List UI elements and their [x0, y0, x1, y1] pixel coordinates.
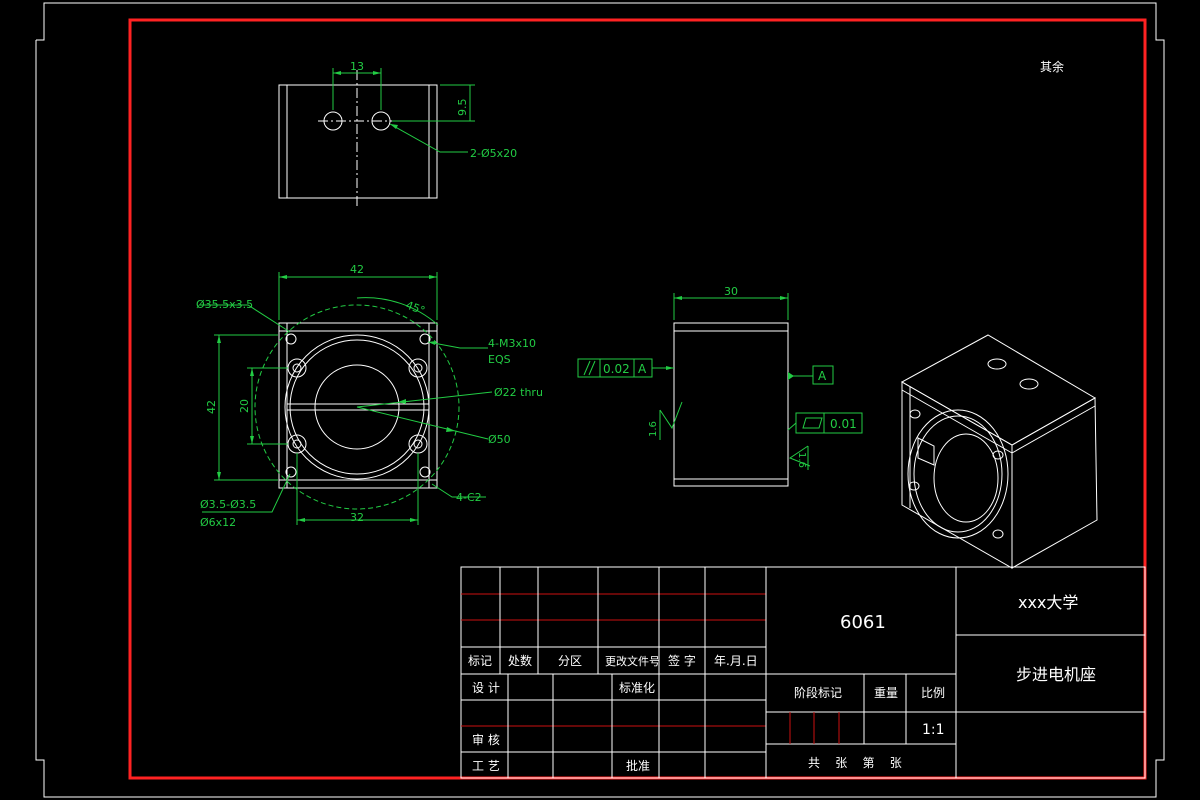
header-count: 处数 [508, 653, 532, 668]
roughness-right: 1.6 [796, 452, 807, 468]
header-signature: 签 字 [668, 653, 696, 668]
parallel-datum: A [638, 362, 647, 376]
parallel-value: 0.02 [603, 362, 630, 376]
callout-pcd: Ø50 [488, 433, 511, 446]
bore-circle [314, 364, 400, 450]
dim-inner-20: 20 [238, 399, 251, 413]
front-view: 42 42 20 32 45° Ø35.5x3.5 4-M3x10 EQS [196, 263, 543, 529]
isometric-view [900, 334, 1098, 569]
datum-a: A [818, 369, 827, 383]
roughness-left: 1.6 [648, 421, 659, 437]
side-view: 30 0.02 A A 0.01 1.6 1.6 [577, 285, 863, 487]
flatness-value: 0.01 [830, 417, 857, 431]
label-stage-mark: 阶段标记 [794, 685, 842, 700]
header-date: 年.月.日 [714, 654, 758, 668]
header-mark: 标记 [468, 654, 492, 668]
dim-height-42: 42 [205, 400, 218, 414]
dim-bottom-32: 32 [350, 511, 364, 524]
angle-45: 45° [404, 299, 427, 318]
dim-height-9-5: 9.5 [456, 99, 469, 117]
iso-bore [933, 433, 999, 523]
callout-hole-2: Ø6x12 [200, 516, 236, 529]
header-change-doc: 更改文件号 [605, 654, 660, 668]
title-block: 标记 处数 分区 更改文件号 签 字 年.月.日 设 计 标准化 审 核 工 艺… [460, 566, 1146, 779]
callout-counterbore: Ø35.5x3.5 [196, 298, 253, 311]
top-view: 13 9.5 2-Ø5x20 [278, 60, 517, 208]
material: 6061 [840, 612, 886, 633]
label-weight: 重量 [874, 686, 898, 700]
label-standardize: 标准化 [619, 681, 655, 695]
label-design: 设 计 [472, 681, 500, 695]
part-name: 步进电机座 [1016, 665, 1096, 684]
label-process: 工 艺 [472, 759, 500, 773]
sheet-frame [35, 2, 1165, 798]
callout-thread-2: EQS [488, 353, 511, 366]
callout-holes: 2-Ø5x20 [470, 147, 517, 160]
sheet-count: 共 张 第 张 [808, 756, 902, 770]
callout-thru-hole: Ø22 thru [494, 386, 543, 399]
callout-chamfer: 4-C2 [456, 491, 482, 504]
pcd-circle [254, 304, 460, 510]
roughness-note: 其余 [1040, 59, 1064, 74]
header-zone: 分区 [558, 654, 582, 668]
callout-thread-1: 4-M3x10 [488, 337, 536, 350]
school-name: xxx大学 [1018, 593, 1078, 612]
dim-spacing-13: 13 [350, 60, 364, 73]
callout-hole-1: Ø3.5-Ø3.5 [200, 498, 256, 511]
label-approve: 批准 [626, 758, 650, 773]
dim-width-42: 42 [350, 263, 364, 276]
label-review: 审 核 [472, 732, 500, 747]
scale-value: 1:1 [922, 722, 945, 738]
label-scale: 比例 [921, 686, 945, 700]
dim-width-30: 30 [724, 285, 738, 298]
